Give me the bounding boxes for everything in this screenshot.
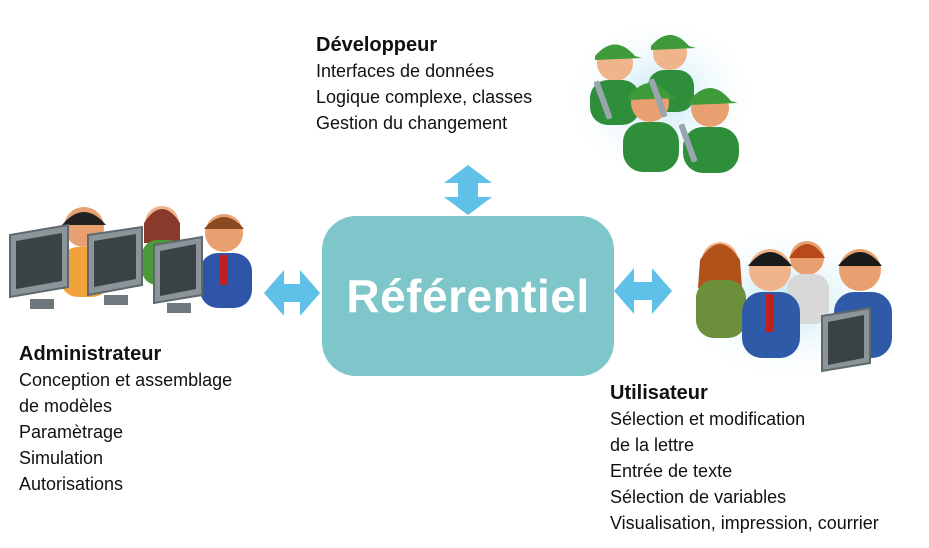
- developer-line: Gestion du changement: [316, 113, 508, 133]
- administrator-line: Conception et assemblage: [19, 370, 233, 390]
- administrator-line: Paramètrage: [19, 422, 124, 442]
- administrator-line: de modèles: [19, 396, 113, 416]
- user-line: Entrée de texte: [610, 461, 733, 481]
- repository-label: Référentiel: [346, 270, 590, 322]
- user-line: Sélection de variables: [610, 487, 787, 507]
- administrator-line: Simulation: [19, 448, 104, 468]
- user-line: de la lettre: [610, 435, 695, 455]
- developer-title: Développeur: [316, 34, 438, 56]
- administrator-title: Administrateur: [19, 343, 162, 365]
- user-line: Sélection et modification: [610, 409, 806, 429]
- user-line: Visualisation, impression, courrier: [610, 513, 879, 533]
- administrator-line: Autorisations: [19, 474, 124, 494]
- end-users-group-icon: [672, 223, 902, 383]
- administrator-block: Administrateur Conception et assemblage …: [19, 341, 232, 497]
- developer-line: Interfaces de données: [316, 61, 495, 81]
- repository-hub: Référentiel: [322, 216, 614, 376]
- vertical-double-arrow-icon: [444, 165, 492, 215]
- right-double-arrow-icon: [614, 268, 672, 314]
- developer-block: Développeur Interfaces de données Logiqu…: [316, 32, 532, 136]
- developer-team-wrench-icon: [560, 13, 760, 183]
- user-block: Utilisateur Sélection et modification de…: [610, 380, 879, 536]
- left-double-arrow-icon: [264, 270, 320, 316]
- developer-line: Logique complexe, classes: [316, 87, 533, 107]
- user-title: Utilisateur: [610, 382, 708, 404]
- admin-users-monitors-icon: [9, 206, 252, 313]
